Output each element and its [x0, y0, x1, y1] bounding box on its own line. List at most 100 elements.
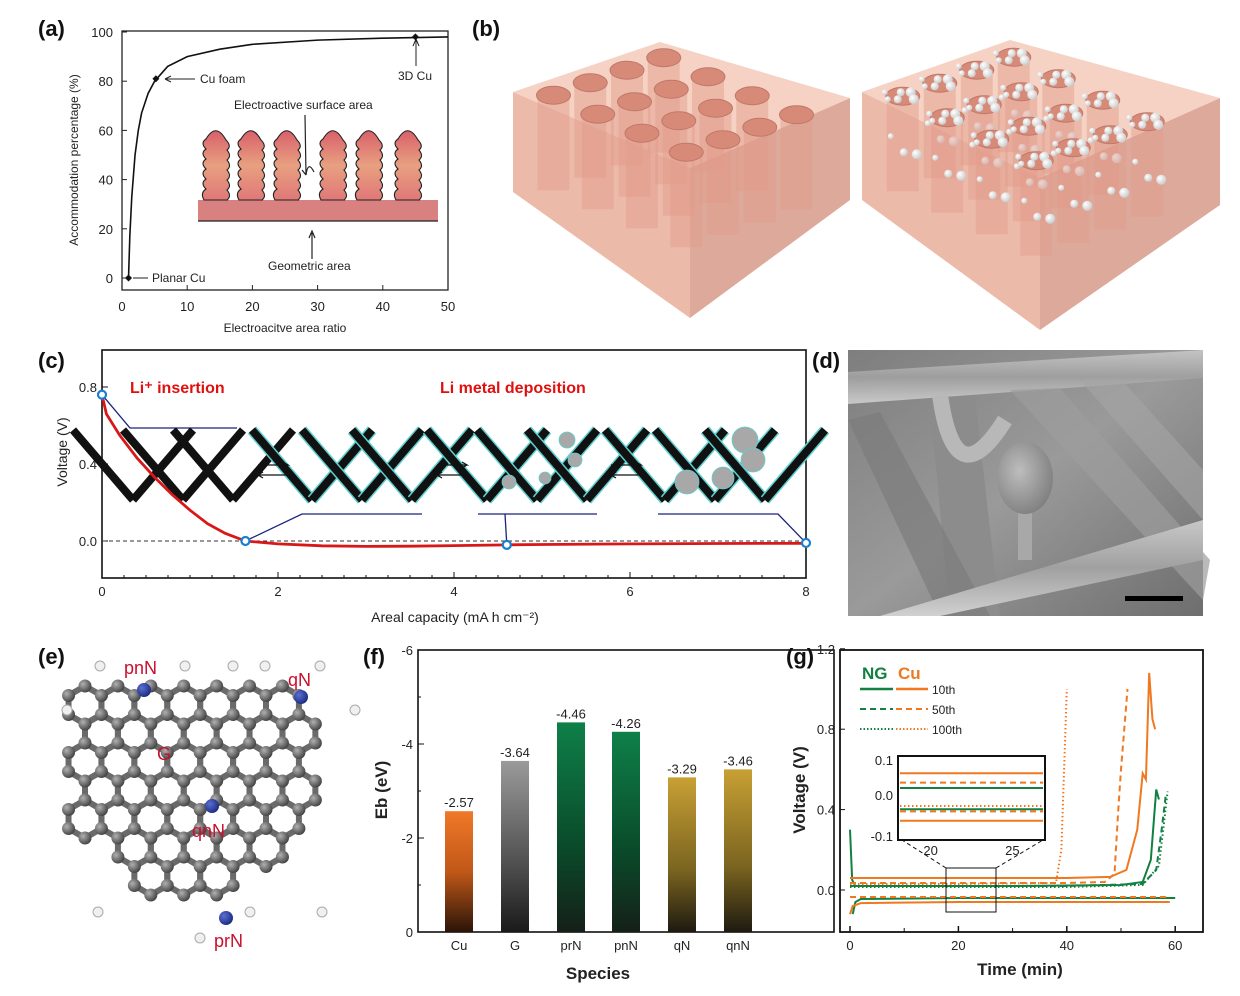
series-cu-50th: [850, 688, 1129, 884]
pore-wall: [1005, 91, 1038, 187]
lithium-sphere: [1045, 213, 1056, 224]
lithium-sphere: [1055, 147, 1062, 154]
panel-b-3d-schematics: [513, 40, 1220, 330]
lithium-sphere: [956, 170, 967, 181]
pore-wall: [626, 133, 658, 229]
callout-line: [101, 394, 237, 429]
carbon-atom: [292, 708, 306, 721]
carbon-atom: [177, 736, 191, 750]
lithium-sphere: [970, 62, 979, 71]
lithium-sphere: [1006, 128, 1013, 135]
carbon-atom: [275, 850, 289, 864]
hydrogen-atom: [259, 660, 271, 672]
x-tick-label: 20: [245, 299, 259, 314]
carbon-atom: [144, 736, 158, 750]
lithium-sphere: [1021, 197, 1028, 204]
lithium-sphere: [948, 136, 959, 147]
y-axis-label: Eb (eV): [372, 761, 391, 820]
lithium-sphere: [930, 82, 939, 91]
pore-opening: [734, 86, 770, 106]
mesh-wire: [701, 427, 769, 503]
lithium-sphere: [1052, 70, 1061, 79]
lithium-sphere: [945, 81, 956, 92]
lithium-sphere: [1027, 89, 1038, 100]
x-tick-label: 0: [118, 299, 125, 314]
inset-y-tick-label: 0.1: [875, 753, 893, 768]
mesh-wire: [298, 427, 366, 503]
inset-frame: [897, 755, 1046, 841]
lithium-sphere: [1000, 84, 1007, 91]
annotation-geometric: Geometric area: [268, 259, 351, 273]
lithium-sphere: [969, 141, 976, 148]
panel-label-b: (b): [472, 16, 500, 41]
surface-pillar: [236, 130, 266, 201]
pore-opening: [698, 98, 733, 118]
carbon-atom: [127, 803, 141, 816]
bar-value-label: -3.46: [723, 753, 753, 768]
lithium-sphere: [1025, 178, 1034, 187]
series-ng-50th: [850, 793, 1167, 887]
carbon-atom: [78, 774, 92, 788]
mesh-wire: [523, 427, 591, 503]
lithium-sphere: [1034, 124, 1045, 135]
pore-wall: [1086, 100, 1119, 196]
lithium-sphere: [1012, 90, 1021, 99]
pore-wall: [707, 139, 739, 235]
carbon-atom: [308, 774, 322, 788]
carbon-atom: [127, 879, 141, 892]
carbon-atom: [275, 736, 289, 750]
annotation-cu-foam: Cu foam: [200, 72, 245, 86]
y-axis-label: Voltage (V): [790, 746, 809, 834]
carbon-atom: [111, 793, 125, 807]
pore-wall: [968, 104, 1001, 200]
lithium-sphere: [1071, 111, 1082, 122]
lithium-sphere: [998, 94, 1005, 101]
lithium-sphere: [1013, 163, 1020, 170]
x-tick-label: 20: [951, 938, 965, 953]
pore-opening: [624, 123, 660, 143]
carbon-atom: [160, 765, 174, 778]
lithium-sphere: [1081, 93, 1088, 100]
pore-opening: [580, 104, 616, 124]
lithium-sphere: [929, 117, 936, 124]
lithium-sphere: [926, 110, 933, 117]
pore-opening: [779, 105, 814, 125]
y-tick-label: 60: [99, 123, 113, 138]
lithium-sphere: [958, 70, 965, 77]
carbon-atom: [127, 708, 141, 721]
lithium-sphere: [936, 135, 945, 144]
plot-frame: [839, 649, 1204, 933]
x-tick-label: 40: [376, 299, 390, 314]
mesh-wire: [69, 427, 137, 503]
lithium-sphere: [1007, 49, 1016, 58]
surface-pillar: [354, 130, 384, 201]
mesh-wire: [348, 427, 416, 503]
carbon-atom: [226, 708, 240, 721]
lithium-sphere: [1079, 145, 1090, 156]
lithium-sphere: [1108, 98, 1119, 109]
carbon-atom: [210, 850, 224, 864]
pore-wall: [886, 96, 919, 192]
carbon-atom: [111, 774, 125, 788]
panel-e-molecule: [61, 660, 361, 944]
y-tick-label: 20: [99, 222, 113, 237]
lithium-sphere: [1074, 166, 1085, 177]
data-marker: [800, 537, 812, 549]
pore-opening: [617, 92, 652, 112]
lithium-sphere: [1047, 113, 1054, 120]
lithium-sphere: [1093, 99, 1102, 108]
lithium-sphere: [1018, 143, 1027, 152]
carbon-atom: [210, 717, 224, 731]
pore-opening: [646, 48, 682, 68]
lithium-sphere: [1043, 115, 1050, 122]
carbon-atom: [78, 831, 92, 845]
label-li-deposition: Li metal deposition: [440, 380, 586, 397]
lithium-sphere: [973, 122, 982, 131]
up-arrow-icon: [412, 37, 420, 66]
carbon-atom: [308, 736, 322, 750]
x-tick-label: qN: [674, 938, 691, 953]
lithium-deposit: [740, 447, 766, 473]
bar-value-label: -3.64: [500, 745, 530, 760]
